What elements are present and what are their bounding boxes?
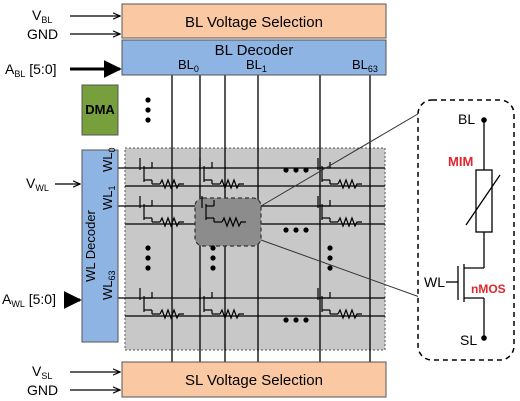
detail-bl-label: BL [458,111,475,127]
awl-input-label: AWL [5:0] [2,291,56,309]
detail-nmos-label: nMOS [471,282,506,296]
wordline-label-1: WL1 [100,185,117,210]
wordline-label-63: WL63 [100,270,117,300]
zoom-connector-lines [260,107,429,301]
array-ellipsis-dots [145,97,333,323]
dma-label: DMA [85,102,115,117]
detail-sl-label: SL [460,332,477,348]
wordline-label-0: WL0 [100,147,117,172]
detail-sl-node [481,335,487,341]
gnd-top-label: GND [27,26,58,42]
vwl-input-label: VWL [26,175,49,193]
bitline-label-0: BL0 [178,57,199,74]
vsl-input-label: VSL [32,363,52,381]
bitline-label-63: BL63 [352,57,378,74]
sl-voltage-selection-block [121,361,387,398]
bl-voltage-selection-block [121,3,387,39]
bl-decoder-label: BL Decoder [215,42,294,59]
vbl-input-label: VBL [32,7,52,25]
mim-resistor-symbol [475,169,493,233]
detail-wl-label: WL [424,274,445,290]
bl-decoder-block [121,39,387,76]
nmos-transistor-symbol [446,262,485,338]
input-arrows [55,16,122,390]
dma-block [81,84,119,136]
bitline-label-1: BL1 [246,57,267,74]
gnd-bottom-label: GND [27,382,58,398]
cell-detail-panel [417,99,515,361]
sl-voltage-selection-label: SL Voltage Selection [185,372,323,389]
detail-mim-label: MIM [448,154,473,169]
bl-voltage-selection-label: BL Voltage Selection [185,14,323,31]
wl-decoder-label: WL Decoder [83,209,98,281]
abl-input-label: ABL [5:0] [5,61,57,79]
wl-decoder-block [81,149,119,343]
mim-variable-arrow [465,174,501,226]
